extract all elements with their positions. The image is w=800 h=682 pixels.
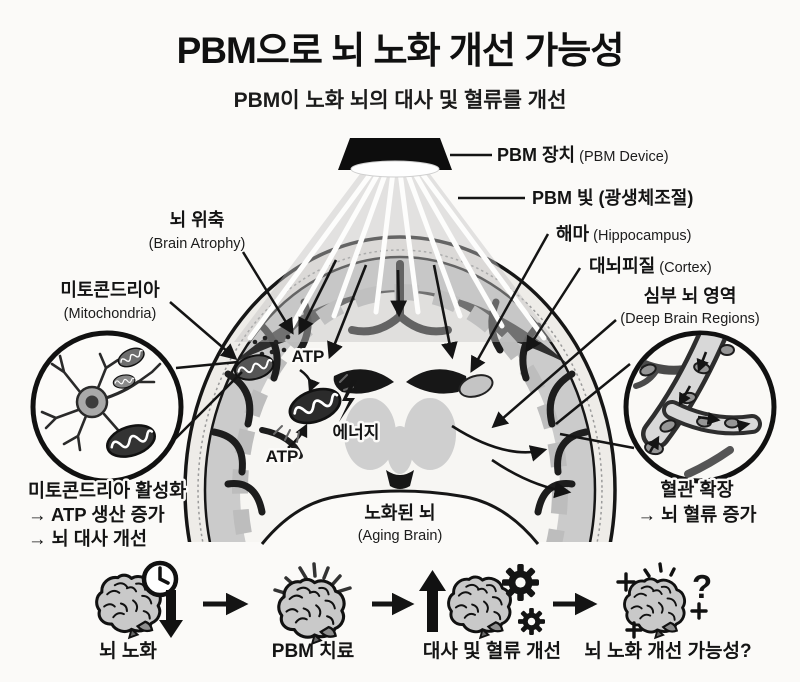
ray-arrow [432, 264, 458, 360]
light-rays-icon [273, 562, 352, 596]
atp-bottom-label: ATP [266, 447, 299, 466]
vessel-note: 혈관 확장 → 뇌 혈류 증가 [635, 477, 759, 528]
deep-brain-label-en: (Deep Brain Regions) [620, 311, 759, 327]
mitochondria-label-en: (Mitochondria) [64, 306, 157, 322]
brain-icon [277, 577, 346, 646]
thalamus-left [344, 398, 396, 470]
midbrain [386, 470, 414, 489]
svg-text:혈관 확장: 혈관 확장 [660, 479, 733, 500]
cortex-label: 대뇌피질 (Cortex) [589, 256, 712, 276]
pbm-device-icon [338, 138, 452, 178]
question-mark: ? [692, 568, 712, 605]
page-title: PBM으로 뇌 노화 개선 가능성 [176, 30, 625, 71]
ray-arrow [390, 269, 408, 318]
hippocampus-leader-line [470, 233, 550, 373]
brain-bottom-gap [262, 491, 538, 544]
device-label: PBM 장치 (PBM Device) [497, 145, 669, 165]
atp-energy-annotations: ATP 에너지 ATP [231, 334, 382, 469]
svg-text:→ 뇌 혈류 증가: → 뇌 혈류 증가 [637, 504, 756, 525]
blood-flow-arrow [491, 458, 572, 499]
step-label: 대사 및 혈류 개선 [423, 639, 561, 662]
flow-step-possibility: ? 뇌 노화 개선 가능성? [584, 562, 752, 662]
right-lens-wedge-line [555, 363, 631, 425]
down-arrow-icon [159, 590, 183, 638]
brain-diagram: PBM 장치 (PBM Device) PBM 빛 (광생체조절) 해마 (Hi… [26, 138, 777, 552]
up-arrow-icon [419, 570, 446, 632]
ray-arrow [298, 259, 338, 336]
hippocampus-label: 해마 (Hippocampus) [556, 224, 691, 244]
dark-upper-gyri [232, 290, 568, 364]
atp-arrow-down [299, 368, 320, 393]
vessel-flow-arrows [647, 351, 751, 453]
flow-step-improvement: 대사 및 혈류 개선 [419, 564, 561, 662]
page-subtitle: PBM이 노화 뇌의 대사 및 혈류를 개선 [233, 89, 567, 112]
flow-step-brain-aging: 뇌 노화 [95, 560, 183, 662]
process-flow: 뇌 노화 PBM 치료 대사 및 혈류 개선 ? [95, 560, 752, 662]
third-ventricle-area [387, 426, 413, 474]
neuron-icon [40, 343, 162, 464]
aging-brain-label-en: (Aging Brain) [358, 528, 443, 544]
blood-flow-arrow [451, 424, 548, 462]
deep-brain-leader-line [491, 319, 617, 429]
light-label: PBM 빛 (광생체조절) [532, 188, 693, 208]
atrophy-leader-line [241, 251, 294, 335]
atp-top-label: ATP [292, 347, 325, 366]
brain-icon [447, 575, 512, 640]
lightning-icon [339, 380, 357, 422]
step-label: PBM 치료 [272, 640, 354, 662]
flow-step-pbm-treatment: PBM 치료 [272, 562, 354, 662]
brain-bottom-edge [260, 489, 540, 545]
light-rays [234, 169, 556, 360]
ray-arrow [327, 264, 368, 360]
energy-label: 에너지 [333, 423, 380, 442]
right-ventricle [406, 369, 467, 394]
aging-brain-label-ko: 노화된 뇌 [364, 503, 435, 523]
svg-text:→ ATP 생산 증가: → ATP 생산 증가 [28, 504, 165, 525]
right-lens-wedge-line [559, 432, 635, 450]
blood-vessel-icon [628, 335, 762, 478]
step-label: 뇌 노화 [99, 640, 157, 662]
mitochondria-leader-line [169, 301, 238, 361]
thalamus-right [404, 398, 456, 470]
svg-text:→ 뇌 대사 개선: → 뇌 대사 개선 [28, 528, 147, 549]
cortex-leader-line [525, 267, 582, 353]
left-lens-wedge-line [175, 360, 239, 370]
hippocampus-structure [458, 374, 494, 398]
sparkle-icon [616, 562, 708, 639]
skull-texture [197, 249, 603, 542]
step-label: 뇌 노화 개선 가능성? [584, 640, 751, 662]
left-lens-wedge-line [171, 371, 243, 443]
mitochondria-label-ko: 미토콘드리아 [60, 280, 160, 300]
gear-icon [502, 564, 539, 601]
mitochondria-note: 미토콘드리아 활성화 → ATP 생산 증가 → 뇌 대사 개선 [26, 478, 189, 552]
gear-icon [518, 608, 545, 635]
header: PBM으로 뇌 노화 개선 가능성 PBM이 노화 뇌의 대사 및 혈류를 개선 [0, 0, 800, 130]
atrophy-label-ko: 뇌 위축 [170, 210, 225, 230]
atrophy-label-en: (Brain Atrophy) [149, 236, 246, 252]
svg-text:미토콘드리아 활성화: 미토콘드리아 활성화 [28, 480, 186, 501]
deep-brain-label-ko: 심부 뇌 영역 [644, 286, 737, 306]
clock-icon [141, 560, 179, 598]
